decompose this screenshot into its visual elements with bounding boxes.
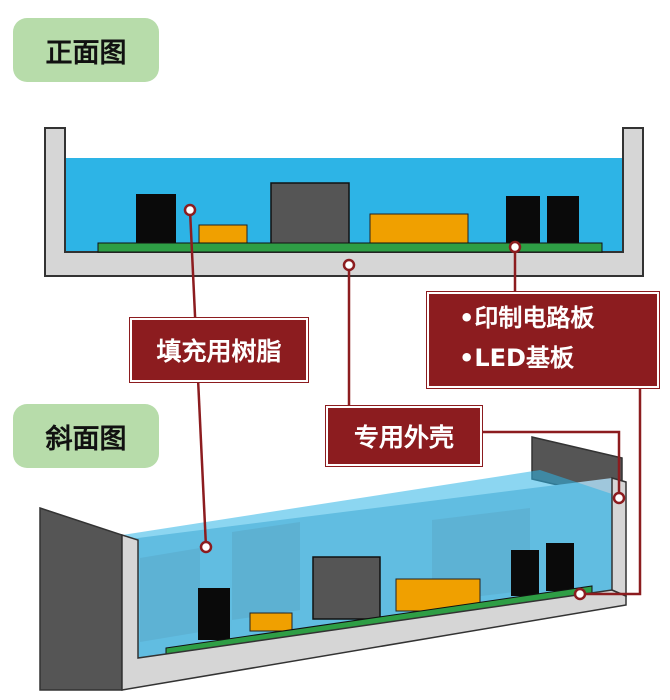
callout-board: •印制电路板 •LED基板 [427,292,659,388]
front-circuit-board [97,242,603,253]
dot-board-front [508,240,522,254]
front-black-component-right-2 [547,196,579,244]
callout-board-line1: •印制电路板 [459,304,595,332]
oblique-orange-component-small [249,612,293,632]
front-black-component-right-1 [506,196,540,244]
oblique-black-component-right-2 [546,543,574,591]
oblique-black-component-left [198,588,230,640]
callout-case: 专用外壳 [326,406,482,466]
oblique-view-title: 斜面图 [13,404,159,468]
callout-dots [183,203,626,601]
oblique-gray-component [312,556,381,620]
front-view [44,127,644,277]
dot-resin-front [183,203,197,217]
oblique-case-right-wall [611,477,627,598]
front-orange-component-small [198,224,248,245]
front-orange-component-large [369,213,469,245]
oblique-case-left-wall [39,506,123,691]
leader-case-oblique [478,430,621,498]
dot-case-front [342,258,356,272]
leader-board-oblique [582,388,642,596]
front-case [44,127,644,277]
dot-board-oblique [573,587,587,601]
dot-case-oblique [612,491,626,505]
callout-resin: 填充用树脂 [130,318,308,382]
front-view-title: 正面图 [13,18,159,82]
oblique-ghost-component-3 [140,548,200,642]
callout-board-line2: •LED基板 [459,344,574,372]
oblique-view [39,436,627,691]
dot-resin-oblique [199,540,213,554]
oblique-black-component-right-1 [511,550,539,596]
front-gray-component [270,182,350,245]
front-black-component-left [136,194,176,244]
oblique-ghost-component-1 [232,522,300,620]
